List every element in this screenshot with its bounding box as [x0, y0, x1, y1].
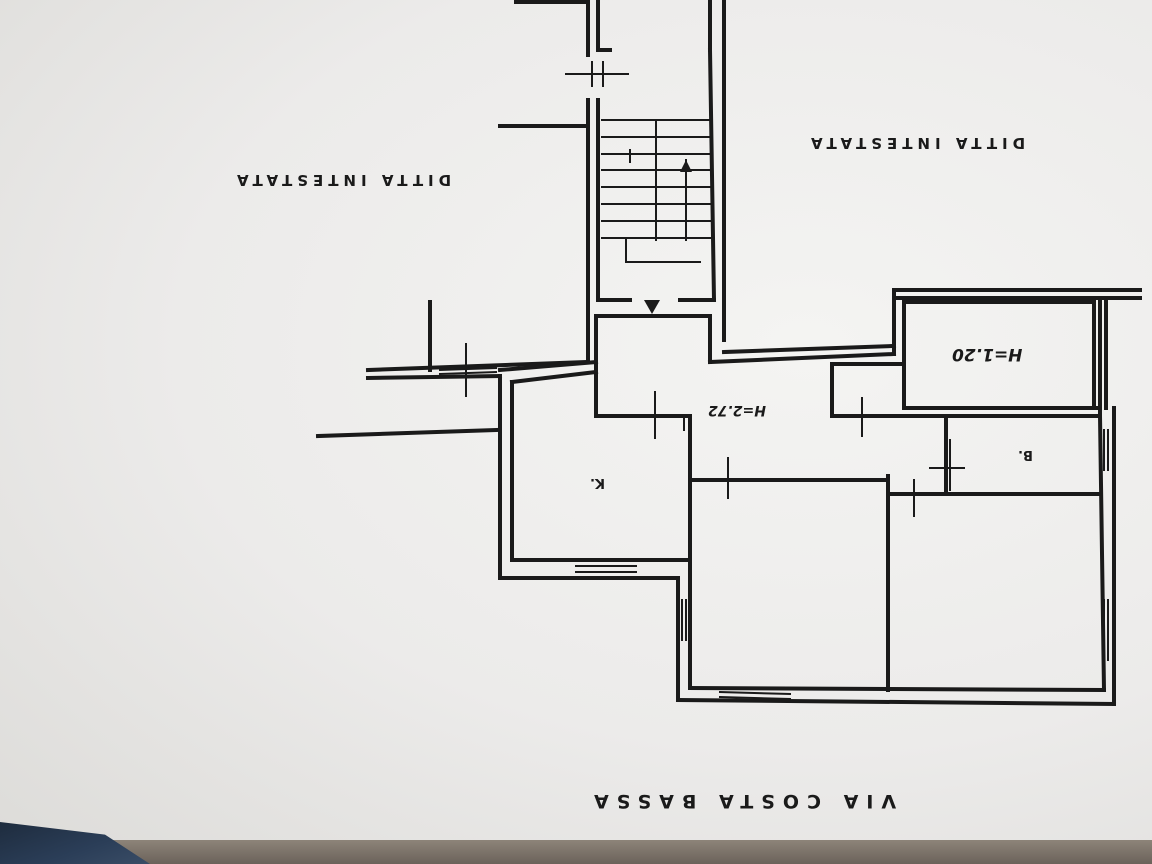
windows	[438, 366, 1109, 701]
stairwell-walls	[498, 0, 726, 362]
street-label: VIA COSTA BASSA	[586, 790, 897, 812]
bath-walls	[944, 414, 1102, 496]
stair-arrow	[680, 160, 692, 172]
door-marks	[465, 61, 965, 517]
tenant-label-right: DITTA INTESTATA	[806, 134, 1026, 152]
hall-walls	[707, 314, 906, 418]
table-surface	[0, 840, 1152, 864]
ceiling-height-attic: H=1.20	[952, 344, 1023, 364]
stair-flights	[601, 119, 711, 263]
ceiling-height-main: H=2.72	[708, 402, 766, 418]
kitchen-walls	[497, 314, 712, 580]
kitchen-label: K.	[590, 475, 606, 490]
tenant-label-left: DITTA INTESTATA	[232, 171, 452, 189]
attic-walls	[884, 288, 1142, 418]
outer-walls	[675, 296, 1117, 707]
left-wall-stub	[315, 300, 591, 439]
bedroom-walls	[688, 474, 948, 692]
bath-label: B.	[1018, 447, 1033, 462]
door-arrow	[644, 300, 660, 314]
